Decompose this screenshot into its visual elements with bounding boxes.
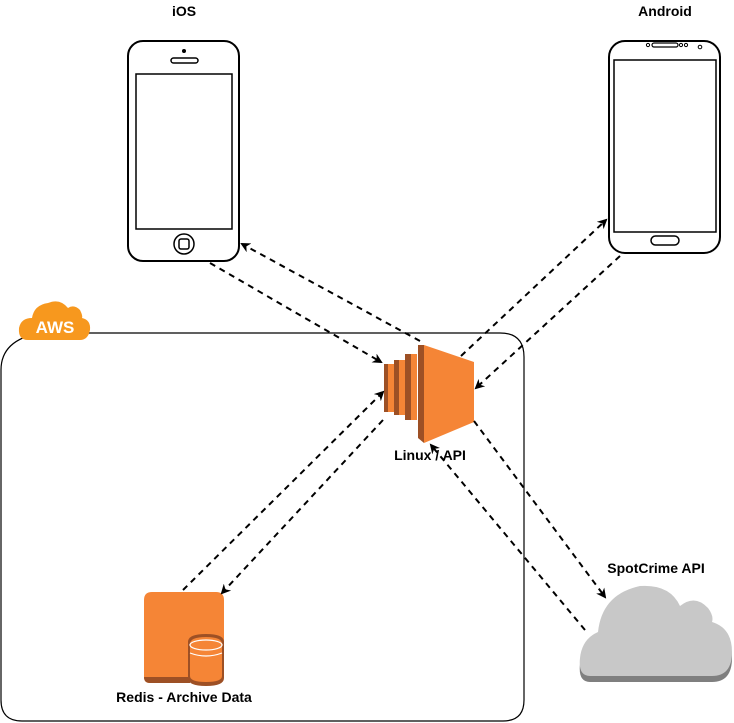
redis-database-icon[interactable] (144, 592, 224, 686)
ec2-instance-icon[interactable] (384, 345, 474, 443)
connection-ec2-to-spotcrime (473, 420, 607, 599)
connections (182, 218, 621, 631)
ios-label: iOS (171, 3, 197, 19)
ios-phone-icon[interactable] (127, 40, 240, 262)
spotcrime-label: SpotCrime API (607, 560, 705, 576)
android-phone-icon[interactable] (608, 40, 721, 254)
spotcrime-cloud-icon[interactable] (579, 585, 732, 682)
aws-group: AWS (0, 301, 525, 722)
ec2-label: Linux / API (394, 447, 466, 463)
aws-group-border (0, 332, 525, 722)
connection-ec2-to-android (460, 218, 608, 357)
connection-spotcrime-to-ec2 (429, 443, 586, 631)
android-label: Android (638, 3, 692, 19)
aws-label: AWS (36, 318, 75, 337)
connection-ec2-to-redis (220, 419, 384, 595)
redis-label: Redis - Archive Data (116, 689, 252, 705)
connection-ec2-to-ios (240, 243, 421, 342)
connection-ios-to-ec2 (209, 262, 383, 364)
aws-cloud-icon: AWS (18, 301, 91, 340)
connection-redis-to-ec2 (182, 390, 385, 591)
